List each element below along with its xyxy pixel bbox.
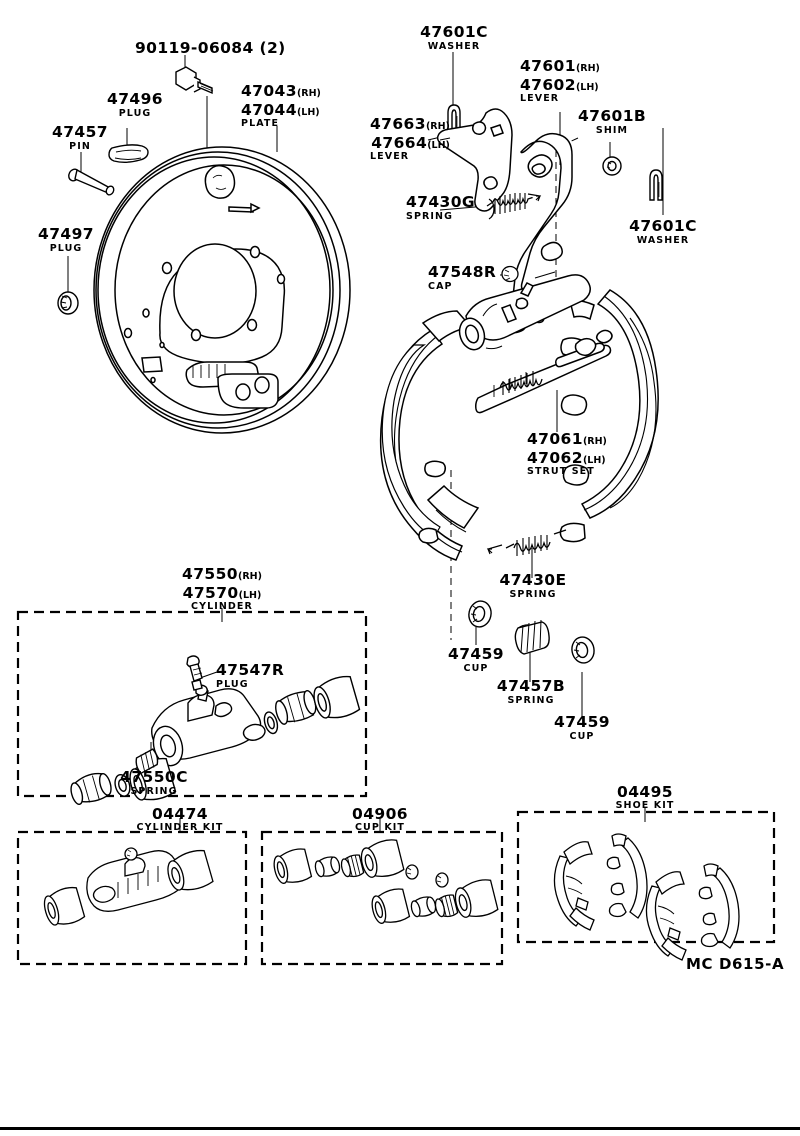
label-cap: 47548R CAP bbox=[428, 263, 497, 292]
label-washer-top: 47601C WASHER bbox=[420, 23, 488, 52]
cap-part bbox=[501, 265, 519, 283]
label-spring-c: 47550C SPRING bbox=[120, 768, 188, 797]
plug-47547r-part bbox=[186, 655, 203, 691]
cup-right-part bbox=[571, 636, 595, 664]
cylinder-kit-contents bbox=[43, 847, 214, 926]
label-plug-47547r: 47547R PLUG bbox=[216, 661, 285, 690]
plug-upper-part bbox=[108, 144, 149, 163]
brake-shoe-assembly bbox=[379, 274, 659, 561]
label-pin: 47457 PIN bbox=[52, 123, 108, 152]
bottom-rule bbox=[0, 1127, 800, 1130]
plug-lower-part bbox=[57, 291, 79, 315]
backing-plate-part bbox=[93, 146, 351, 434]
cup-left-part bbox=[468, 600, 492, 628]
spring-b-part bbox=[514, 619, 550, 655]
cup-kit-box bbox=[260, 830, 504, 966]
label-cup-kit: 04906 CUP KIT bbox=[352, 805, 408, 833]
cylinder-kit-box bbox=[16, 830, 248, 966]
label-washer-right: 47601C WASHER bbox=[629, 217, 697, 246]
label-spring-g: 47430G SPRING bbox=[406, 193, 476, 222]
lever-47663-part bbox=[436, 108, 513, 212]
label-plug-lower: 47497 PLUG bbox=[38, 225, 94, 254]
label-spring-b: 47457B SPRING bbox=[496, 677, 566, 706]
label-cylinder-kit: 04474 CYLINDER KIT bbox=[136, 805, 224, 833]
shoe-kit-box bbox=[516, 810, 776, 944]
washer-right-part bbox=[649, 169, 663, 201]
label-lever-47663: 47663(RH) 47664(LH) LEVER bbox=[370, 115, 450, 162]
shim-part bbox=[602, 156, 622, 176]
label-plug-upper: 47496 PLUG bbox=[107, 90, 163, 119]
wheel-cylinder-exploded bbox=[70, 655, 361, 805]
label-shoe-kit: 04495 SHOE KIT bbox=[615, 783, 675, 811]
cup-kit-contents bbox=[273, 839, 499, 924]
pin-part bbox=[68, 168, 115, 196]
label-backing-plate: 47043(RH) 47044(LH) PLATE bbox=[241, 82, 321, 129]
shoe-kit-contents bbox=[553, 833, 740, 961]
bolt-part bbox=[175, 66, 214, 95]
label-cup-right: 47459 CUP bbox=[554, 713, 610, 742]
spring-g-part bbox=[486, 193, 542, 220]
label-cup-left: 47459 CUP bbox=[448, 645, 504, 674]
label-spring-e: 47430E SPRING bbox=[499, 571, 567, 600]
label-strut-set: 47061(RH) 47062(LH) STRUT SET bbox=[527, 430, 607, 477]
label-lever-47601: 47601(RH) 47602(LH) LEVER bbox=[520, 57, 600, 104]
label-bolt: 90119-06084 (2) bbox=[135, 39, 286, 57]
cylinder-box bbox=[16, 610, 368, 798]
label-shim: 47601B SHIM bbox=[578, 107, 647, 136]
spring-e-part bbox=[486, 529, 567, 556]
sheet-code: MC D615-A bbox=[686, 955, 785, 973]
label-cylinder: 47550(RH) 47570(LH) CYLINDER bbox=[182, 565, 262, 612]
